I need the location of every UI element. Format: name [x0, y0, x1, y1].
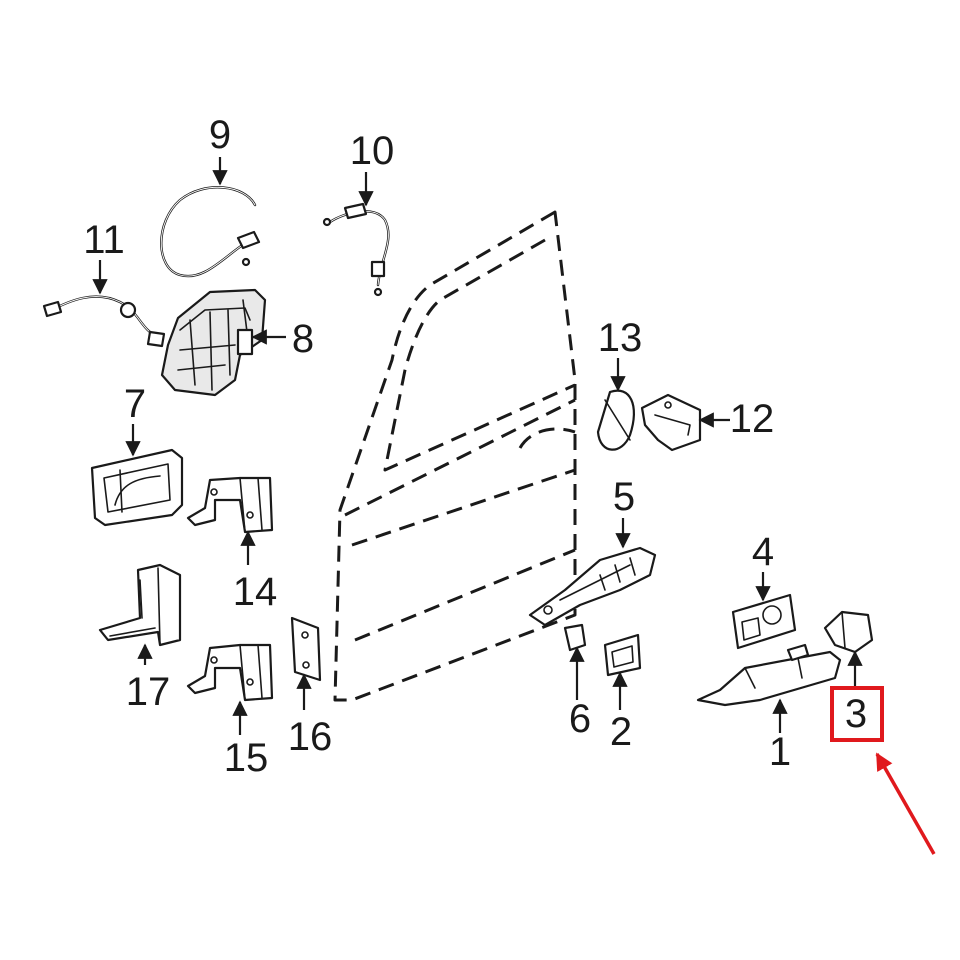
part-3-end-cap [823, 610, 874, 654]
part-8-latch [160, 288, 267, 397]
leader-lines [92, 157, 863, 735]
callout-4: 4 [752, 530, 774, 574]
part-9-cable [160, 186, 261, 278]
highlight-box [830, 686, 884, 742]
callout-8: 8 [292, 317, 314, 361]
callout-6: 6 [569, 697, 591, 741]
part-12-striker [640, 393, 702, 452]
callout-1: 1 [769, 730, 791, 774]
part-16-plate [290, 616, 322, 682]
callout-9: 9 [209, 113, 231, 157]
callout-2: 2 [610, 710, 632, 754]
highlight-arrow [875, 752, 936, 855]
highlight-callout-3 [830, 686, 936, 855]
callout-7: 7 [124, 382, 146, 426]
callout-5: 5 [613, 475, 635, 519]
callout-17: 17 [126, 670, 171, 714]
part-7-inside-handle [90, 448, 184, 527]
part-13-cap [596, 389, 635, 451]
part-10-cable [322, 202, 390, 297]
callout-10: 10 [350, 129, 395, 173]
part-4-gasket [731, 593, 797, 650]
part-2-cover [603, 633, 642, 677]
callout-14: 14 [233, 570, 278, 614]
callout-13: 13 [598, 316, 643, 360]
part-1-outside-handle [696, 643, 842, 707]
part-6-small-piece [563, 623, 587, 652]
callout-3: 3 [845, 692, 867, 736]
callout-labels: 9 10 11 8 7 13 12 5 4 14 17 15 16 6 2 1 … [83, 113, 867, 780]
part-14-hinge [186, 476, 274, 534]
callout-11: 11 [83, 218, 125, 262]
door-outline [333, 210, 577, 702]
part-17-check-strap [98, 563, 182, 647]
callout-12: 12 [730, 397, 775, 441]
part-11-cable [42, 295, 166, 348]
callout-16: 16 [288, 715, 333, 759]
part-5-handle-carrier [528, 546, 657, 627]
callout-15: 15 [224, 736, 269, 780]
part-15-hinge [186, 643, 274, 702]
